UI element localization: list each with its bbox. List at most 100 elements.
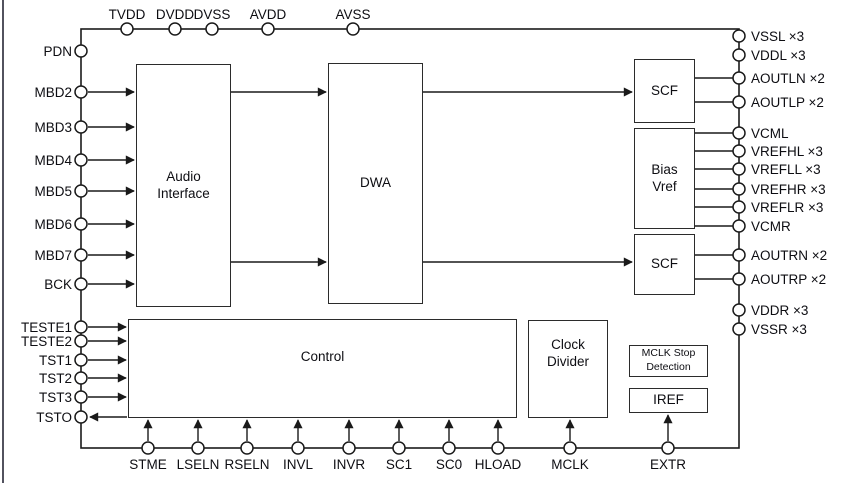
pin-label-mbd7: MBD7 <box>34 248 72 263</box>
block-clock-divider: Clock Divider <box>528 320 608 418</box>
pin-label-aoutrn: AOUTRN ×2 <box>751 248 828 263</box>
pin-label-mbd4: MBD4 <box>34 153 72 168</box>
pin-node-mbd6 <box>74 217 88 231</box>
block-bias-vref: Bias Vref <box>634 128 695 229</box>
pin-node-dvdd <box>168 22 182 36</box>
pin-node-vddr <box>732 303 746 317</box>
pin-label-avdd: AVDD <box>249 7 287 22</box>
pin-node-mclk <box>563 441 577 455</box>
pin-label-tst2: TST2 <box>38 371 72 386</box>
block-dwa: DWA <box>328 63 423 304</box>
pin-label-vrefhl: VREFHL ×3 <box>751 144 823 159</box>
pin-node-vrefhr <box>732 182 746 196</box>
pin-node-vcml <box>732 126 746 140</box>
pin-label-mclk: MCLK <box>551 457 589 472</box>
pin-node-aoutlp <box>732 95 746 109</box>
pin-label-vrefll: VREFLL ×3 <box>751 162 821 177</box>
pin-node-mbd2 <box>74 85 88 99</box>
pin-label-stme: STME <box>129 457 167 472</box>
pin-node-vssr <box>732 322 746 336</box>
pin-label-dvdd: DVDD <box>155 7 195 22</box>
interblock-wires <box>231 87 633 267</box>
block-label-clock-divider: Clock Divider <box>546 337 589 369</box>
pin-node-sc1 <box>392 441 406 455</box>
pin-label-vddr: VDDR ×3 <box>751 303 809 318</box>
pin-node-extr <box>661 441 675 455</box>
pin-label-aoutln: AOUTLN ×2 <box>751 71 825 86</box>
block-scf-left: SCF <box>634 59 695 123</box>
pin-node-invl <box>291 441 305 455</box>
block-label-control: Control <box>300 349 345 365</box>
pin-label-vrefhr: VREFHR ×3 <box>751 182 826 197</box>
block-label-scf-right: SCF <box>651 256 678 272</box>
block-label-scf-left: SCF <box>651 82 678 98</box>
pin-label-extr: EXTR <box>649 457 686 472</box>
block-control: Control <box>128 319 517 418</box>
pin-node-mbd7 <box>74 248 88 262</box>
pin-label-lseln: LSELN <box>176 457 220 472</box>
pin-label-mbd2: MBD2 <box>34 85 72 100</box>
pin-label-pdn: PDN <box>43 44 72 59</box>
block-label-audio-interface: Audio Interface <box>157 168 210 201</box>
right-output-wires <box>695 77 734 280</box>
pin-label-tst3: TST3 <box>38 390 72 405</box>
pin-label-invl: INVL <box>282 457 313 472</box>
pin-label-aoutlp: AOUTLP ×2 <box>751 95 824 110</box>
block-scf-right: SCF <box>634 234 695 295</box>
pin-label-avss: AVSS <box>335 7 371 22</box>
pin-node-bck <box>74 277 88 291</box>
left-input-wires <box>88 87 135 422</box>
pin-node-vrefhl <box>732 144 746 158</box>
pin-node-mbd4 <box>74 153 88 167</box>
pin-nodes <box>74 22 746 455</box>
pin-node-rseln <box>240 441 254 455</box>
block-mclk-stop-detection: MCLK Stop Detection <box>629 345 708 377</box>
pin-node-dvss <box>205 22 219 36</box>
pin-label-vssr: VSSR ×3 <box>751 322 807 337</box>
pin-node-mbd5 <box>74 184 88 198</box>
pin-label-tsto: TSTO <box>36 410 72 425</box>
pin-node-aoutrn <box>732 248 746 262</box>
pin-node-aoutln <box>732 71 746 85</box>
pin-node-tst1 <box>74 353 88 367</box>
block-label-bias-vref: Bias Vref <box>651 161 678 194</box>
pin-node-teste2 <box>74 334 88 348</box>
pin-label-vssl: VSSL ×3 <box>751 29 805 44</box>
pin-label-hload: HLOAD <box>474 457 522 472</box>
pin-label-vcmr: VCMR <box>751 219 791 234</box>
pin-node-pdn <box>74 44 88 58</box>
pin-node-mbd3 <box>74 120 88 134</box>
pin-node-tsto <box>74 410 88 424</box>
pin-label-vcml: VCML <box>751 126 789 141</box>
pin-node-lseln <box>191 441 205 455</box>
pin-label-vreflr: VREFLR ×3 <box>751 200 824 215</box>
pin-label-tvdd: TVDD <box>108 7 146 22</box>
package-boundary <box>80 28 740 449</box>
pin-label-bck: BCK <box>44 277 72 292</box>
pin-node-avdd <box>261 22 275 36</box>
pin-label-rseln: RSELN <box>224 457 270 472</box>
pin-node-vreflr <box>732 200 746 214</box>
page-left-border <box>2 0 4 483</box>
pin-label-vddl: VDDL ×3 <box>751 48 806 63</box>
pin-label-sc1: SC1 <box>385 457 413 472</box>
pin-label-mbd3: MBD3 <box>34 120 72 135</box>
pin-node-stme <box>141 441 155 455</box>
pin-node-avss <box>346 22 360 36</box>
pin-label-mbd5: MBD5 <box>34 184 72 199</box>
block-label-mclk-stop-detection: MCLK Stop Detection <box>641 347 696 373</box>
pin-node-aoutrp <box>732 272 746 286</box>
pin-node-hload <box>491 441 505 455</box>
pin-node-vrefll <box>732 162 746 176</box>
pin-label-sc0: SC0 <box>435 457 463 472</box>
pin-node-vcmr <box>732 219 746 233</box>
pin-node-tst2 <box>74 371 88 385</box>
pin-node-vddl <box>732 48 746 62</box>
pin-node-invr <box>342 441 356 455</box>
pin-label-teste2: TESTE2 <box>20 334 72 349</box>
pin-label-mbd6: MBD6 <box>34 217 72 232</box>
block-label-iref: IREF <box>653 392 684 408</box>
pin-label-teste1: TESTE1 <box>20 320 72 335</box>
